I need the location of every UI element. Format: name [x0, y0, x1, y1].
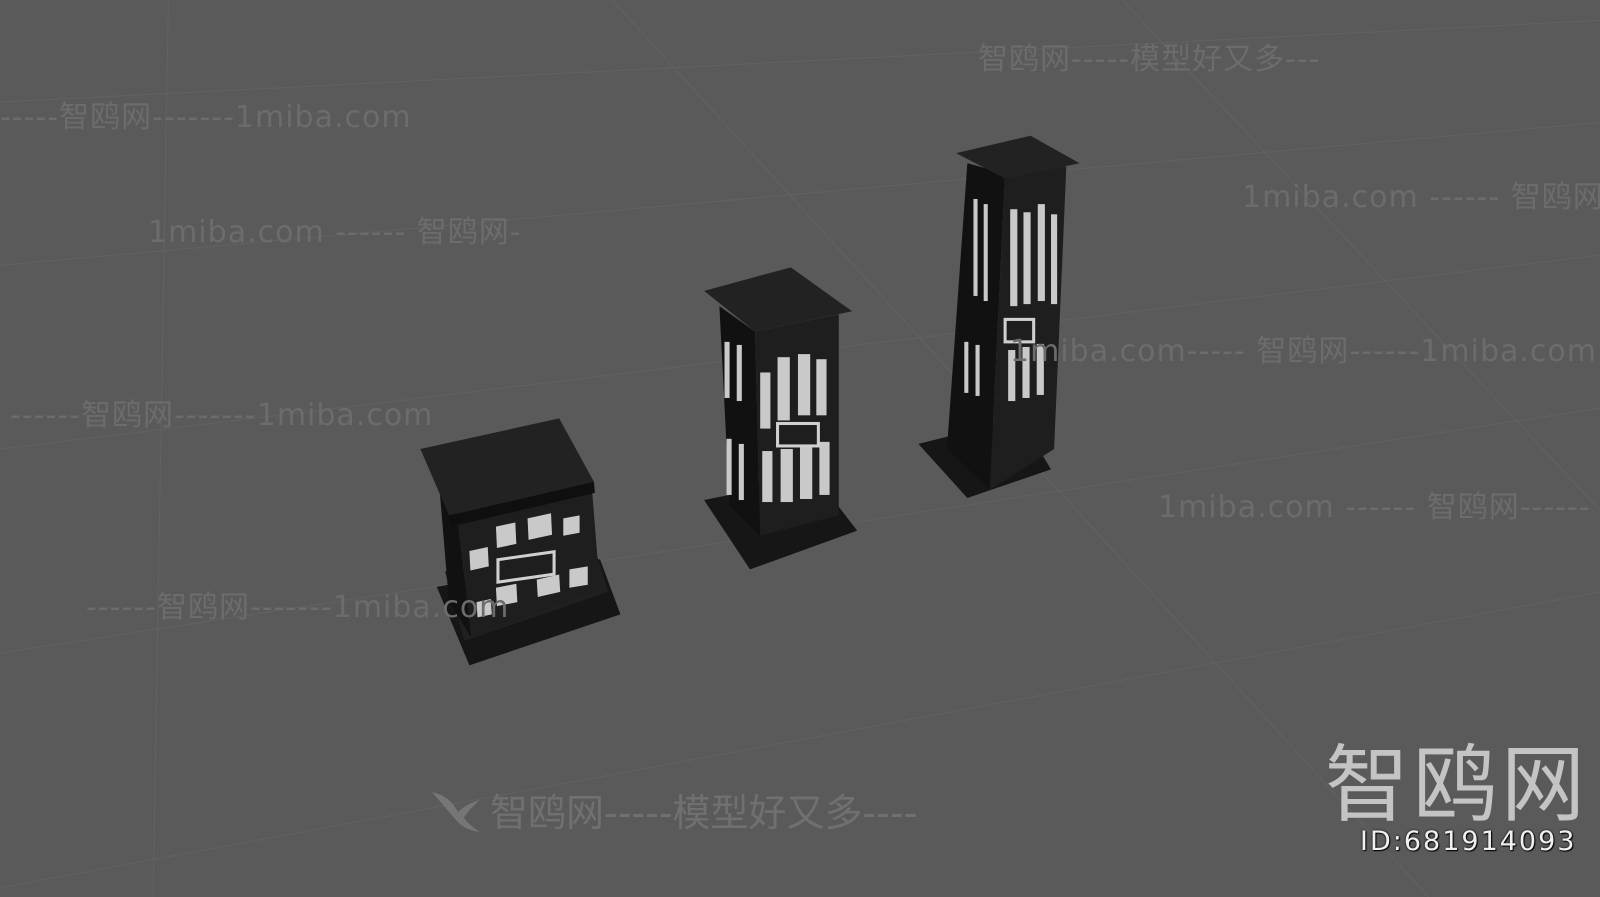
brand-logo: 智鸥网	[1325, 736, 1590, 834]
lamp-tall-windows	[964, 198, 1058, 402]
watermark-text: 1miba.com ------ 智鸥网-	[148, 215, 522, 250]
bottom-watermark: 智鸥网-----模型好又多----	[430, 782, 917, 837]
watermark-text: ------智鸥网-------1miba.com	[10, 398, 434, 433]
bottom-watermark-text: 智鸥网-----模型好又多----	[490, 791, 918, 835]
lamp-medium	[704, 267, 858, 570]
watermark-text: 1miba.com ------ 智鸥网------	[1158, 490, 1591, 525]
watermark-text: -----智鸥网-------1miba.com	[0, 100, 412, 135]
bird-logo-icon	[432, 791, 480, 832]
lamp-short	[420, 418, 621, 666]
lamp-tall	[918, 135, 1080, 498]
lamp-short-windows	[469, 513, 588, 618]
watermark-text: 1miba.com ------ 智鸥网-	[1242, 180, 1600, 215]
watermark-text: 智鸥网-----模型好又多---	[978, 42, 1321, 77]
watermark-text: ------智鸥网-------1miba.com	[86, 590, 510, 625]
model-id: ID:681914093	[1360, 826, 1577, 857]
watermark-text: 1miba.com----- 智鸥网------1miba.com	[1010, 334, 1597, 369]
lamp-medium-windows	[724, 341, 830, 503]
